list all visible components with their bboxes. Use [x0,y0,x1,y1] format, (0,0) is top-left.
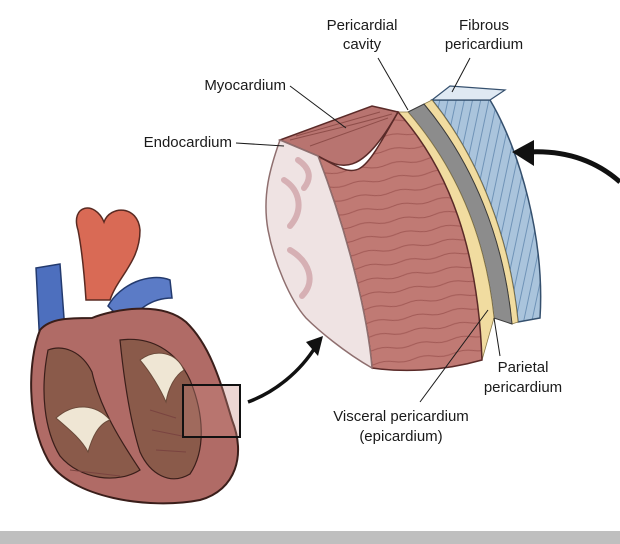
label-text: pericardium [484,379,562,396]
external-arrow [527,149,620,184]
label-text: Parietal [498,359,549,376]
label-endocardium: Endocardium [144,134,285,151]
label-text: (epicardium) [359,428,442,445]
leader-line [235,142,285,147]
leader-line [289,85,347,129]
label-text: Fibrous [459,17,509,34]
mitral-valve [139,352,185,404]
label-text: Myocardium [204,77,286,94]
label-parietal-pericardium: Parietal pericardium [484,317,562,396]
leader-line [419,309,489,403]
zoom-arrow [247,345,318,404]
label-pericardial-cavity: Pericardial cavity [327,17,409,111]
label-text: cavity [343,36,382,53]
label-myocardium: Myocardium [204,77,347,129]
label-text: Visceral pericardium [333,408,469,425]
leader-line [451,57,471,93]
aorta [75,207,141,301]
leader-line [493,317,501,357]
bottom-bar [0,531,620,544]
endocardium-layer [265,139,373,370]
label-text: Pericardial [327,17,398,34]
wall-section-illustration [265,85,542,372]
tricuspid-valve [55,406,111,454]
label-text: pericardium [445,36,523,53]
label-visceral-pericardium: Visceral pericardium (epicardium) [333,309,489,445]
leader-line [377,57,409,111]
label-fibrous-pericardium: Fibrous pericardium [445,17,523,93]
wall-section-marker [182,384,241,438]
heart-illustration [30,207,241,505]
label-text: Endocardium [144,134,232,151]
